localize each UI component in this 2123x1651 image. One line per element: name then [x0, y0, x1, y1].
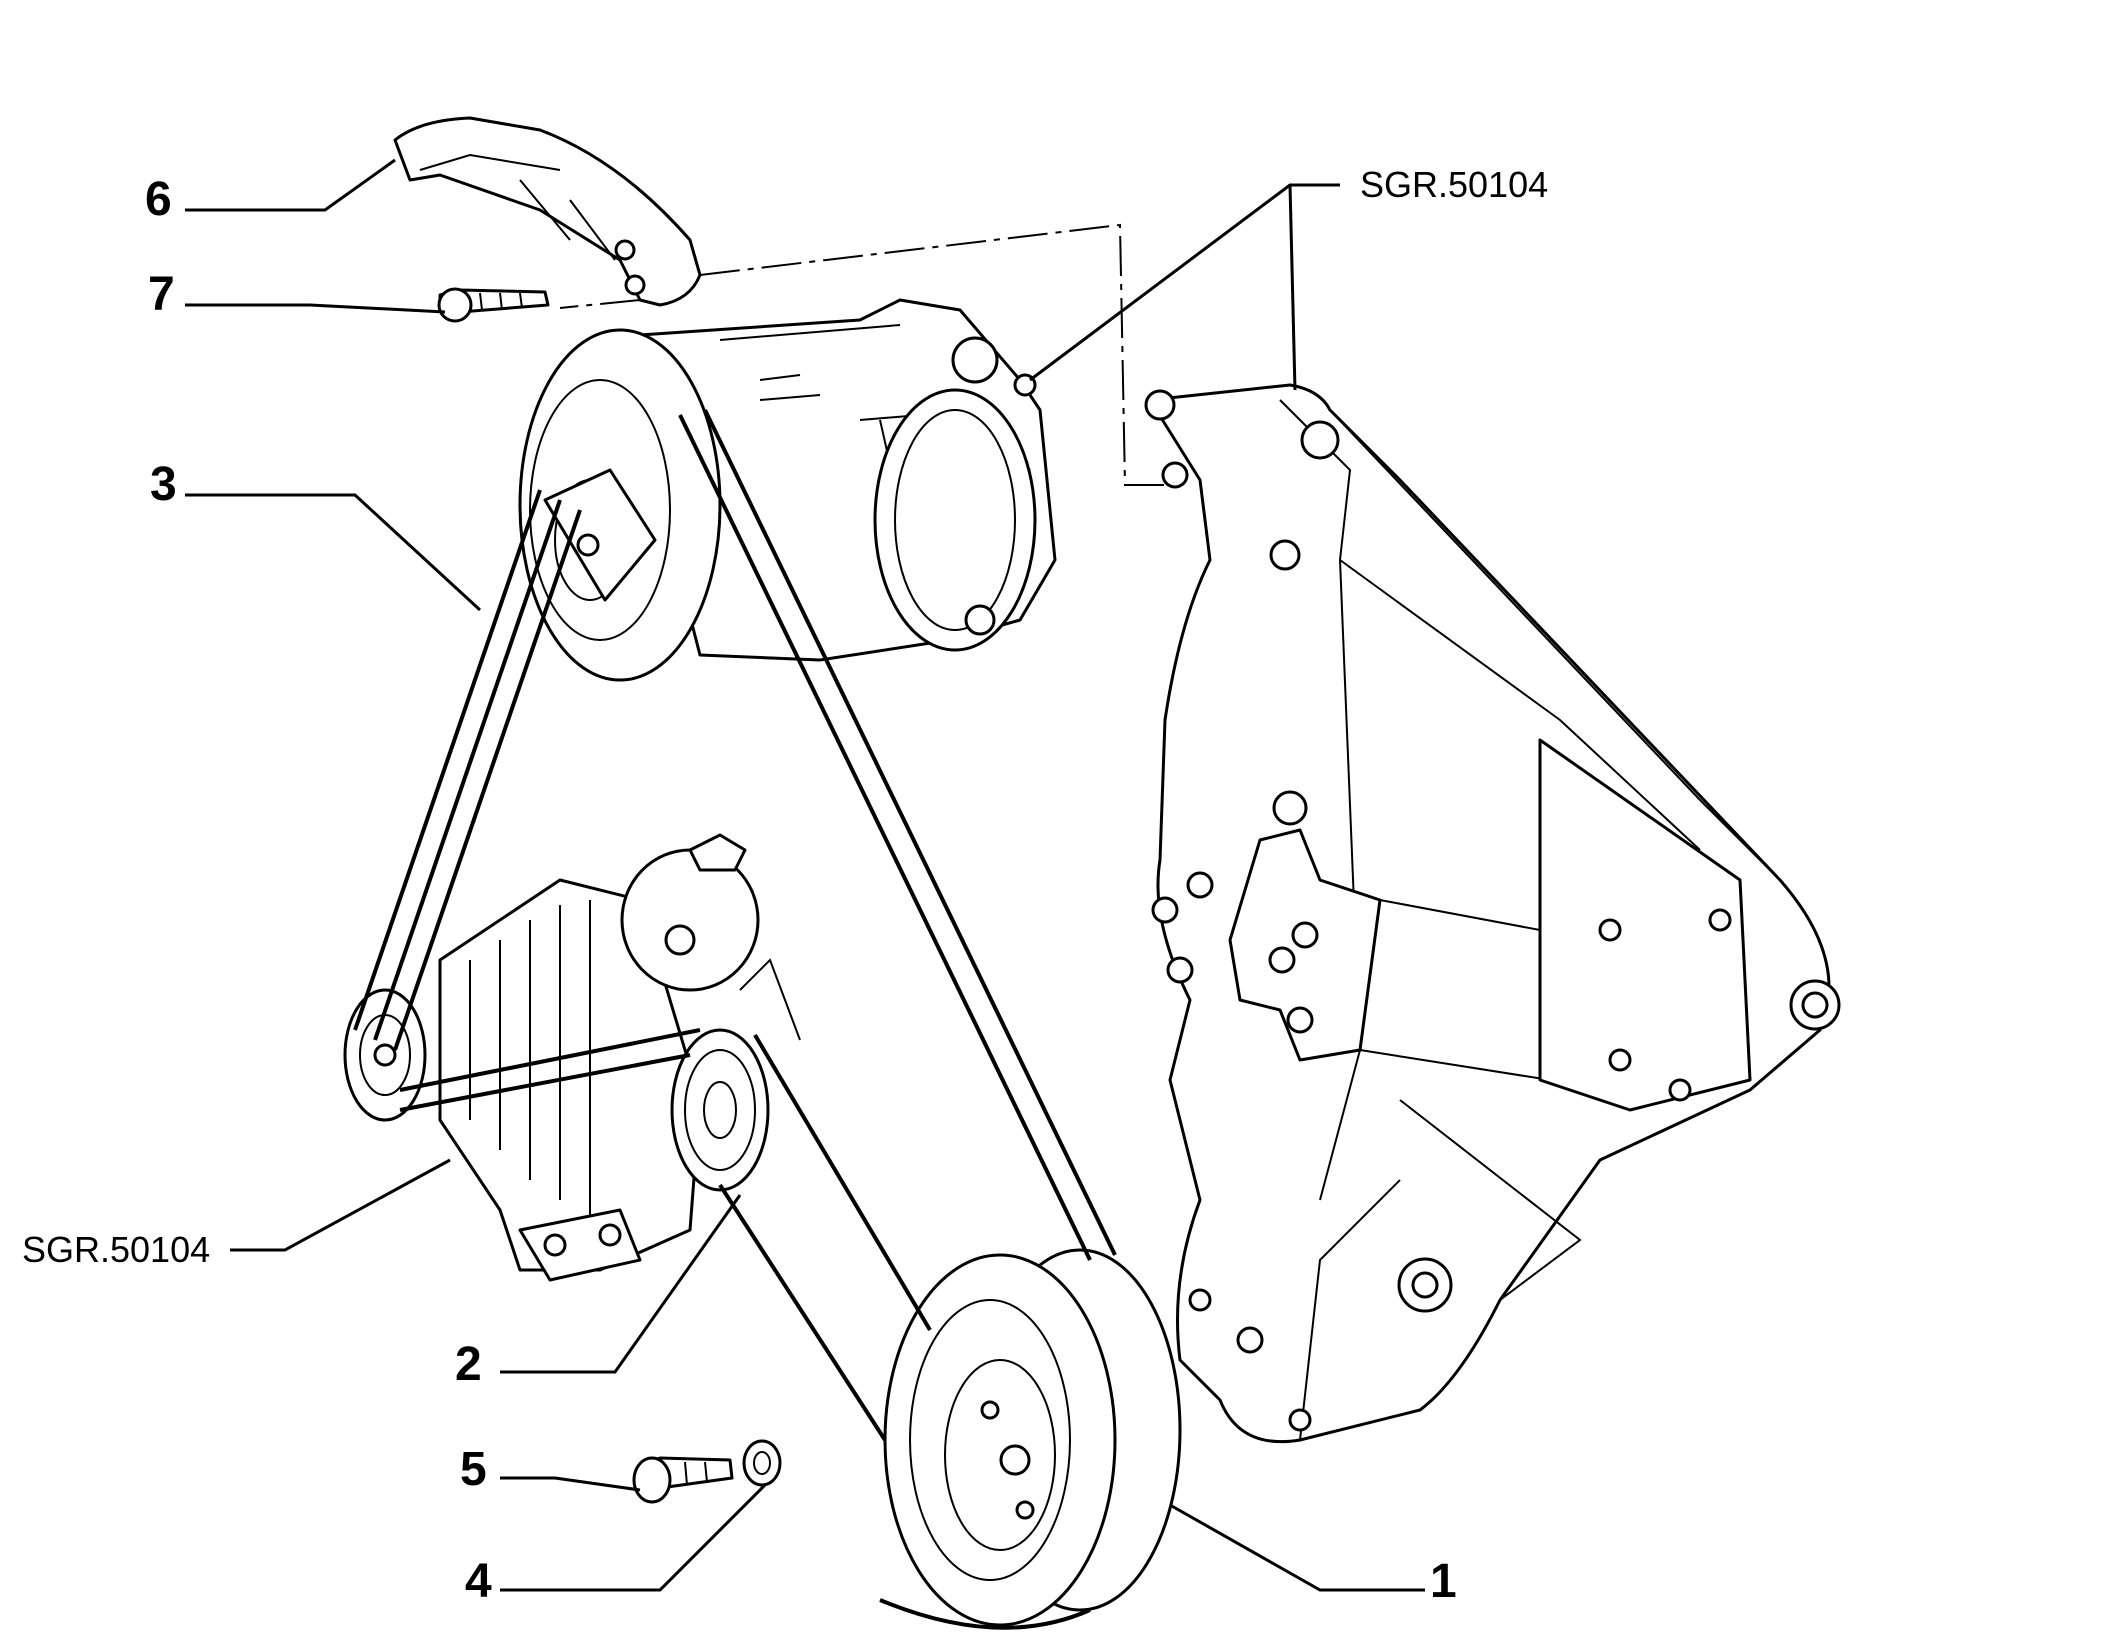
alignment-lines	[559, 223, 1165, 486]
callout-6: 6	[145, 173, 172, 226]
engine-bracket	[1144, 383, 1841, 1444]
leader-lines	[185, 158, 1425, 1592]
support-arm	[393, 116, 702, 307]
bolt-5	[632, 1456, 734, 1504]
ac-compressor	[518, 298, 1057, 682]
washer-4	[742, 1439, 782, 1487]
callout-5: 5	[460, 1443, 487, 1496]
idler-pulley	[670, 1028, 770, 1192]
crankshaft-pulley	[883, 1248, 1182, 1627]
callout-7: 7	[148, 268, 175, 321]
reference-label-left: SGR.50104	[22, 1229, 210, 1270]
callout-2: 2	[455, 1338, 482, 1391]
callout-1: 1	[1430, 1555, 1457, 1608]
belt-tensioner	[620, 833, 801, 1041]
callout-3: 3	[150, 458, 177, 511]
bolt-7	[437, 287, 550, 323]
drive-belt	[353, 409, 1117, 1630]
reference-label-top: SGR.50104	[1360, 164, 1548, 205]
callout-4: 4	[465, 1555, 492, 1608]
